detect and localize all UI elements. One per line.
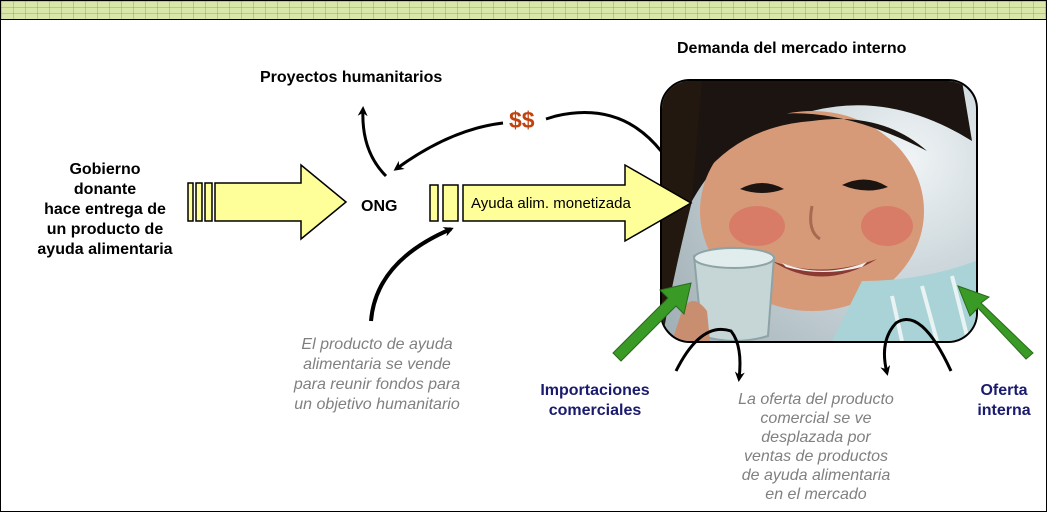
- donor-block-arrow: [187, 163, 348, 241]
- imports-green-arrow: [612, 282, 692, 362]
- aid-sold-note: El producto de ayuda alimentaria se vend…: [293, 336, 461, 413]
- commercial-imports-label: Importaciones comerciales: [540, 382, 650, 419]
- monetized-aid-block-arrow: [429, 163, 693, 243]
- donor-government-label: Gobierno donante hace entrega de un prod…: [37, 161, 173, 258]
- supply-green-arrow: [957, 285, 1034, 360]
- sale-note-arrow: [369, 227, 454, 322]
- imports-displaced-arrow: [674, 327, 745, 382]
- money-to-ngo-arrow: [545, 111, 663, 152]
- domestic-supply-label: Oferta interna: [977, 382, 1031, 419]
- domestic-demand-label: Demanda del mercado interno: [677, 40, 907, 57]
- ngo-label: ONG: [361, 198, 398, 215]
- supply-displaced-arrow: [880, 317, 953, 376]
- humanitarian-projects-label: Proyectos humanitarios: [260, 69, 443, 86]
- money-label: $$: [509, 107, 535, 133]
- child-photo: [660, 79, 978, 343]
- displacement-note: La oferta del producto comercial se ve d…: [738, 391, 894, 503]
- ngo-to-projects-arrow: [357, 106, 388, 178]
- monetized-aid-label: Ayuda alim. monetizada: [471, 195, 631, 212]
- header-band: [1, 1, 1046, 20]
- child-drinking-milk-photo-icon: [662, 81, 976, 341]
